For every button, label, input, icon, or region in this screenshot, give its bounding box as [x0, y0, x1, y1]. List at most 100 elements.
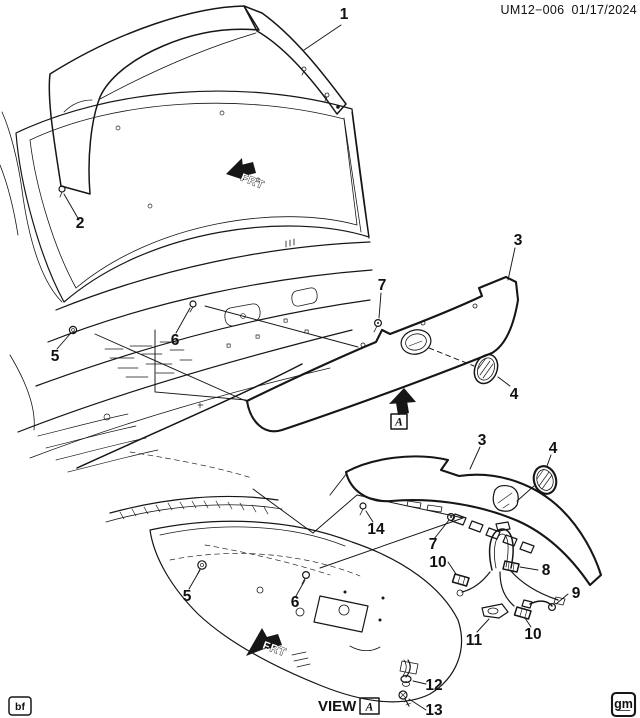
clip-part-6	[189, 300, 197, 308]
bumper-lower-edge	[29, 367, 331, 459]
motor-circle	[338, 604, 350, 616]
clip-body	[513, 606, 532, 620]
callout-14: 14	[367, 521, 385, 538]
view-direction-arrow: A	[389, 388, 416, 430]
spoiler-stud-stem	[301, 70, 305, 76]
callout-11: 11	[466, 632, 483, 649]
bolt-center	[450, 516, 452, 518]
callout-5: 5	[51, 348, 60, 365]
projection-line	[329, 472, 348, 496]
mount-tab	[468, 520, 484, 533]
weld-dot	[381, 596, 385, 600]
footer-left-box	[8, 696, 32, 716]
frt-arrowhead	[226, 158, 244, 180]
spoiler-trailing-edge	[99, 32, 257, 100]
leader-6	[295, 579, 306, 597]
chmsl-dashes	[285, 238, 295, 248]
projection-lines-top	[94, 305, 359, 402]
liftgate-crease-2	[47, 269, 373, 343]
callout-4: 4	[510, 386, 519, 403]
view-letter: A	[365, 702, 374, 714]
leader-4	[546, 454, 552, 467]
bumper-detail-cross	[197, 402, 204, 409]
left-quarter-line	[1, 111, 23, 191]
harness-wire	[499, 571, 515, 607]
projection-line	[312, 494, 358, 534]
projection-line	[319, 517, 464, 569]
taillight-right	[291, 287, 318, 307]
latch-rod	[529, 600, 553, 607]
emblem-opening-inner	[405, 333, 427, 351]
top-assembly-view: FRT A 1 2 5 6 7 3 4	[0, 5, 523, 479]
clip-part-2-stem	[59, 191, 63, 198]
bolt-center	[377, 322, 379, 324]
mount-tab	[502, 534, 518, 547]
vehicle-rear-body	[0, 90, 373, 479]
spoiler-body-outline	[48, 5, 260, 195]
washer-tube	[405, 659, 411, 678]
leader-8	[519, 566, 539, 571]
spoiler-right-arm	[243, 5, 347, 115]
right-pillar-edge	[351, 111, 370, 239]
callout-7: 7	[378, 277, 387, 294]
leader-7	[433, 519, 450, 540]
emblem-hatch	[477, 357, 494, 379]
applique-stud	[360, 342, 366, 348]
callout-10a: 10	[429, 554, 446, 571]
clip-body	[451, 573, 470, 587]
callout-4: 4	[549, 440, 558, 457]
bolt-part-7	[447, 512, 456, 521]
callout-5: 5	[183, 588, 192, 605]
callout-10b: 10	[524, 626, 541, 643]
left-quarter-line	[0, 164, 19, 236]
callout-3: 3	[514, 232, 523, 249]
spoiler-tip-stud	[336, 105, 340, 109]
frt-3d-steps	[291, 651, 311, 668]
bumper-dashed-line	[129, 451, 253, 479]
spoiler-lip-outer	[109, 495, 279, 514]
grommet-part-12	[400, 674, 412, 687]
clip-part-5-inner	[71, 328, 75, 332]
latch-cutout	[399, 660, 419, 675]
lip-hatch-ticks	[119, 500, 269, 520]
harness-wire	[509, 569, 559, 601]
fastener-square	[283, 318, 288, 323]
handle-recess	[349, 645, 381, 652]
fastener-symbols-bottom	[196, 502, 456, 585]
glass-detail-dot	[147, 203, 153, 209]
applique-stud	[420, 320, 426, 326]
inner-panel-crease-2	[204, 544, 331, 576]
screw-slot	[399, 691, 407, 699]
bracket-part-11	[481, 603, 509, 619]
leader-11	[476, 618, 490, 633]
rod-end-connector	[521, 599, 533, 609]
footer-right-box	[610, 691, 637, 718]
frt-arrow-tail	[263, 634, 282, 649]
emblem-inner	[536, 469, 554, 491]
callout-7: 7	[429, 536, 438, 553]
projection-line	[94, 333, 247, 402]
liftgate-crease-1	[55, 241, 371, 311]
footer-right-code: gm	[614, 697, 633, 711]
screw-head	[398, 690, 408, 700]
screw-threads	[403, 699, 412, 706]
bottom-assembly-view: FRT 3 4 14 7 10 8 9 10 11 5 6	[105, 432, 603, 718]
weld-dot	[378, 618, 382, 622]
spoiler-part-1	[48, 5, 347, 195]
frt-arrow-bottom: FRT	[246, 628, 311, 668]
wiper-motor-recess	[313, 595, 369, 633]
frt-arrowhead	[246, 628, 272, 656]
leader-6	[175, 307, 191, 334]
harness-loop-inner	[494, 533, 509, 569]
glass-detail-dot	[255, 177, 261, 183]
taillight-left	[224, 303, 261, 327]
clip-part-10a	[451, 573, 470, 587]
callout-6: 6	[171, 332, 180, 349]
applique-stud	[472, 303, 478, 309]
leader-14	[365, 510, 374, 523]
harness-loop	[488, 528, 514, 571]
drawing-id: UM12−006	[501, 3, 565, 17]
fastener-square	[255, 334, 260, 339]
